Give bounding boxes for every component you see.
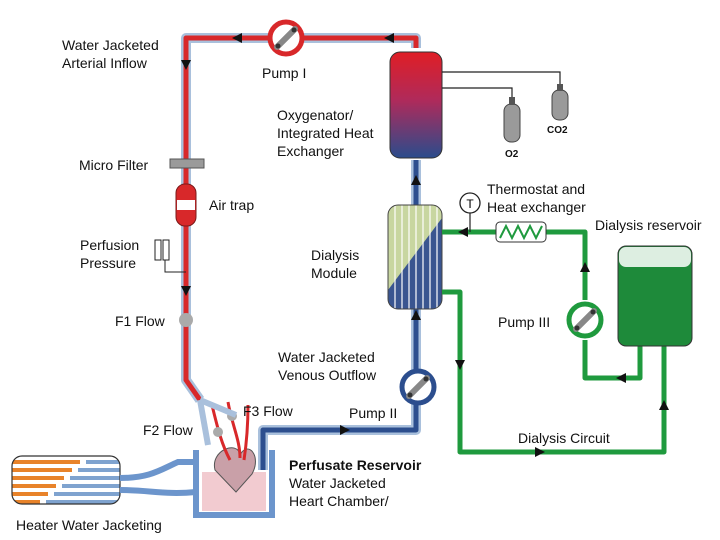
thermostat-label: Thermostat and Heat exchanger xyxy=(487,180,586,216)
dialysis-flow-arrows xyxy=(455,227,669,457)
heater-connection-tubes xyxy=(119,459,197,496)
o2-tank-icon xyxy=(503,97,521,143)
thermostat-line2: Heat exchanger xyxy=(487,199,586,215)
micro-filter-label: Micro Filter xyxy=(79,157,149,173)
heater-label: Heater Water Jacketing xyxy=(16,517,162,533)
pump-3-icon[interactable] xyxy=(566,301,604,339)
heart-chamber-line1: Water Jacketed xyxy=(289,475,386,491)
venous-outflow-line1: Water Jacketed xyxy=(278,349,375,365)
dialysis-module-line2: Module xyxy=(311,265,357,281)
heart-chamber-line2: Heart Chamber/ xyxy=(289,493,389,509)
dialysis-reservoir xyxy=(617,245,693,347)
f1-flow-sensor xyxy=(179,313,193,327)
arterial-inflow-line1: Water Jacketed xyxy=(62,37,159,53)
micro-filter xyxy=(169,158,205,169)
perfusate-reservoir-label: Perfusate Reservoir xyxy=(289,457,422,473)
f2-flow-label: F2 Flow xyxy=(143,422,193,438)
dialysis-circuit-label: Dialysis Circuit xyxy=(518,430,610,446)
f1-flow-label: F1 Flow xyxy=(115,313,165,329)
dialysis-module-label: Dialysis Module xyxy=(311,246,359,282)
pump-1-label: Pump I xyxy=(262,65,307,81)
heart-chamber xyxy=(193,401,275,518)
air-trap xyxy=(175,183,197,227)
air-trap-label: Air trap xyxy=(209,197,255,213)
arterial-flow-arrows xyxy=(181,33,394,296)
dialysis-reservoir-label: Dialysis reservoir xyxy=(595,217,702,233)
f3-flow-label: F3 Flow xyxy=(243,403,293,419)
heat-exchanger-coil xyxy=(495,221,547,243)
dialysis-module xyxy=(387,204,443,310)
thermostat-icon xyxy=(459,192,481,232)
dialysis-circuit-line xyxy=(442,229,667,455)
pump-2-label: Pump II xyxy=(349,405,398,421)
perfusion-pressure-line1: Perfusion xyxy=(80,237,140,253)
perfusion-pressure-label: Perfusion Pressure xyxy=(80,236,139,272)
o2-label: O2 xyxy=(505,149,519,160)
arterial-inflow-line xyxy=(181,33,421,403)
perfusion-pressure-line2: Pressure xyxy=(80,255,137,271)
venous-flow-arrows xyxy=(340,175,421,435)
oxygenator-line1: Oxygenator/ xyxy=(277,107,354,123)
venous-outflow-label: Water Jacketed Venous Outflow xyxy=(278,348,376,384)
co2-tank-icon xyxy=(551,84,569,121)
heater-water-jacket xyxy=(11,455,121,505)
oxygenator-line2: Integrated Heat xyxy=(277,125,374,141)
oxygenator-label: Oxygenator/ Integrated Heat Exchanger xyxy=(277,106,374,160)
dialysis-module-line1: Dialysis xyxy=(311,247,360,263)
oxygenator-line3: Exchanger xyxy=(277,143,344,159)
perfusion-pressure-gauge xyxy=(154,239,186,273)
thermostat-symbol: T xyxy=(466,197,474,211)
thermostat-line1: Thermostat and xyxy=(487,181,586,197)
co2-label: CO2 xyxy=(547,125,568,136)
gas-lines xyxy=(442,71,561,100)
pump-1-icon[interactable] xyxy=(267,19,305,57)
pump-2-icon[interactable] xyxy=(399,368,437,406)
f2-flow-sensor xyxy=(213,427,223,437)
pump-3-label: Pump III xyxy=(498,314,551,330)
jacket-branch-lines xyxy=(197,397,238,446)
venous-outflow-line2: Venous Outflow xyxy=(278,367,377,383)
arterial-inflow-label: Water Jacketed Arterial Inflow xyxy=(62,36,159,72)
oxygenator xyxy=(389,51,443,159)
arterial-inflow-line2: Arterial Inflow xyxy=(62,55,147,71)
heart-chamber-label: Water Jacketed Heart Chamber/ xyxy=(289,474,389,510)
